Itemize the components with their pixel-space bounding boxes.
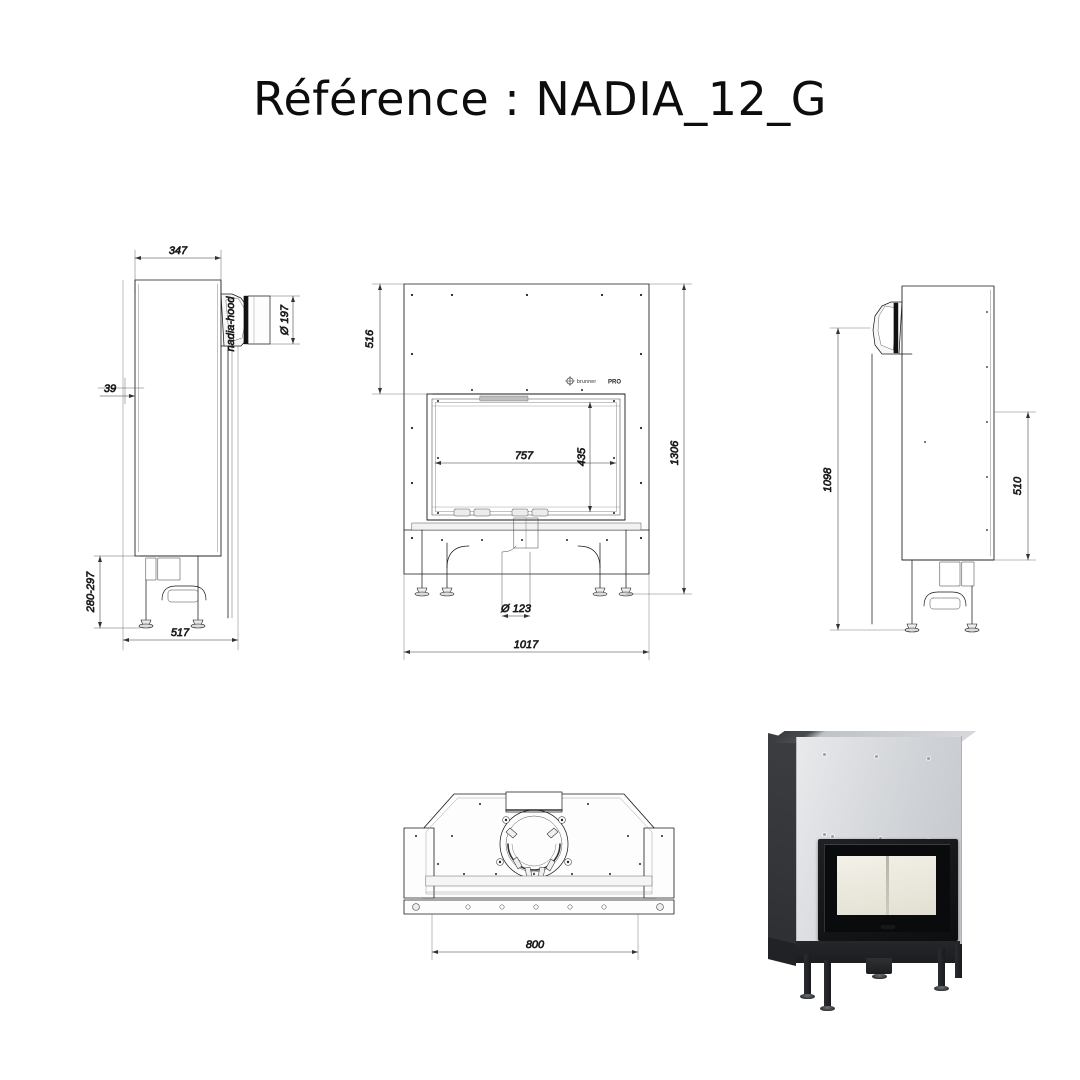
dim-280-297: 280-297 [85, 571, 97, 613]
render-screw [823, 753, 826, 756]
dim-510: 510 [1012, 476, 1024, 495]
dim-757: 757 [515, 450, 534, 462]
dim-1098: 1098 [822, 467, 834, 492]
render-door-frame [818, 839, 958, 941]
dim-1306: 1306 [669, 440, 681, 465]
render-leg [824, 960, 831, 1008]
render-screw [927, 757, 930, 760]
brand-logo: brunner PRO [565, 376, 621, 386]
render-adjustable-foot [934, 986, 949, 991]
product-photo-3d [752, 722, 1010, 1014]
render-adjustable-foot [820, 1006, 835, 1011]
render-plinth [796, 941, 960, 963]
dim-435: 435 [576, 447, 588, 466]
render-door-handle [880, 925, 895, 929]
dim-517: 517 [171, 627, 190, 639]
render-body-left-side [768, 733, 796, 965]
top-plan-view: 800 [392, 778, 692, 978]
render-glass-divider [885, 856, 889, 915]
dim-air-inlet: Ø 123 [500, 603, 532, 615]
dim-347: 347 [169, 245, 188, 257]
page-title: Référence : NADIA_12_G [253, 72, 827, 126]
render-adjustable-foot [800, 994, 815, 999]
render-screw [875, 755, 878, 758]
dim-516: 516 [364, 329, 376, 348]
front-elevation-view: brunner PRO [352, 268, 732, 678]
page-title-container: Référence : NADIA_12_G [0, 72, 1080, 126]
render-screw [823, 833, 826, 836]
render-leg [804, 954, 811, 996]
hood-label: nadia-hood [225, 296, 237, 352]
dim-800: 800 [526, 939, 545, 951]
render-adjustable-foot [872, 974, 887, 979]
render-screw [879, 837, 882, 840]
svg-text:brunner: brunner [577, 379, 596, 385]
render-door-bevel [824, 844, 950, 932]
render-leg [938, 948, 945, 988]
render-air-collar [866, 958, 892, 974]
render-leg [955, 944, 962, 978]
left-side-section-view: 347 nadia-hood [78, 228, 348, 668]
svg-text:PRO: PRO [608, 379, 621, 385]
render-screw [831, 835, 834, 838]
dim-flue-diameter: Ø 197 [279, 304, 291, 336]
right-side-section-view: 1098 510 [812, 272, 1064, 672]
render-glass-panes [837, 856, 936, 915]
dim-39: 39 [104, 383, 116, 395]
dim-1017: 1017 [514, 639, 539, 651]
